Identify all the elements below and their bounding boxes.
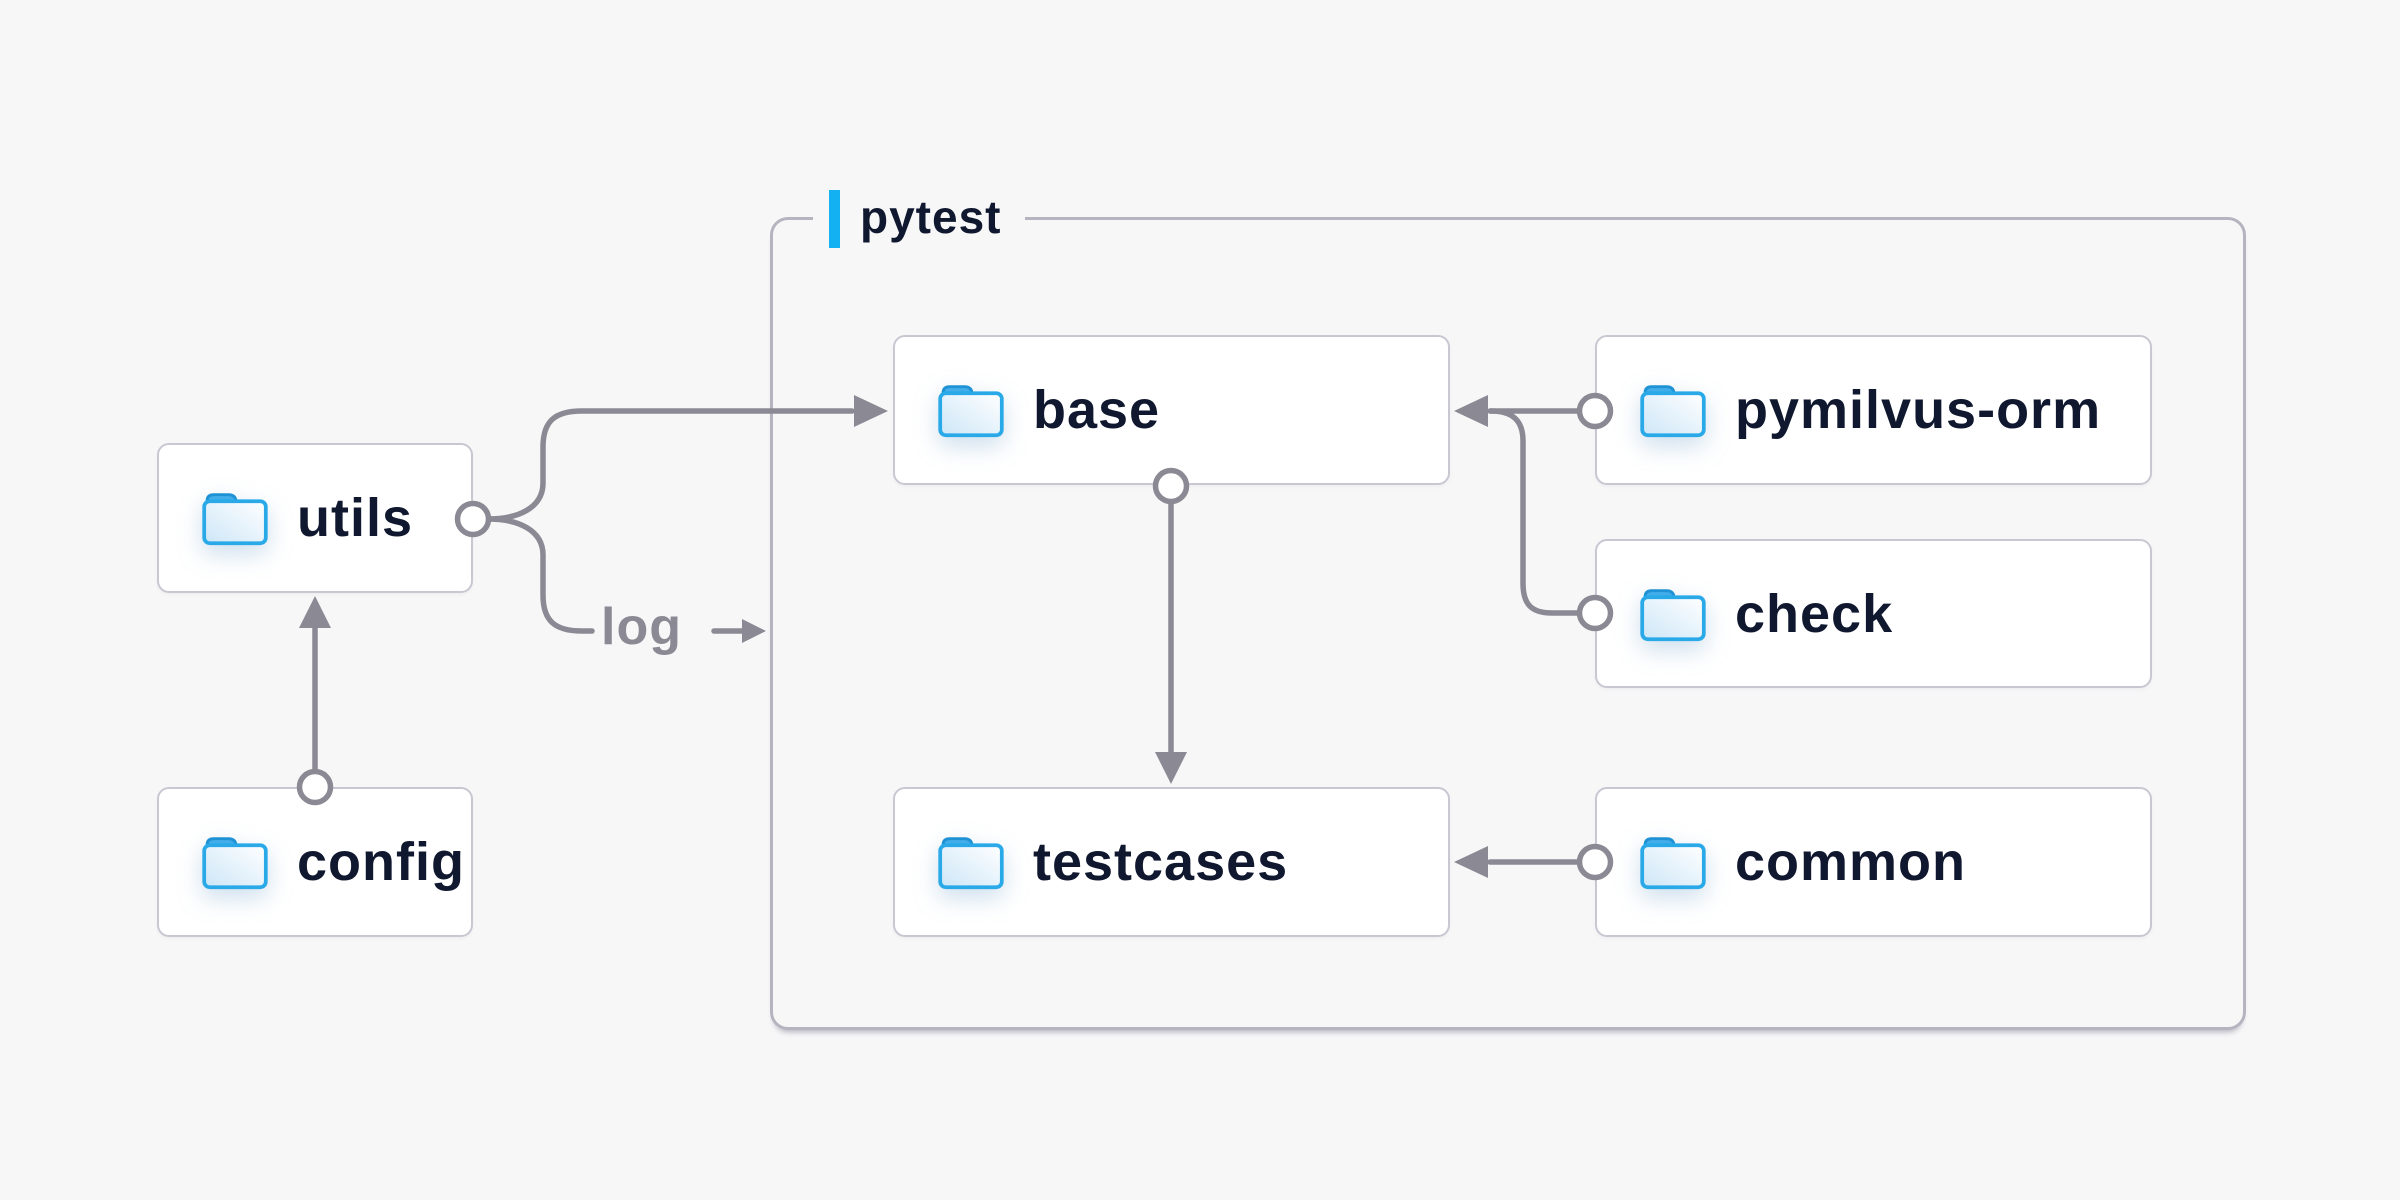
folder-icon [202,837,268,890]
accent-bar-icon [829,190,840,248]
connector-dot-pymilvus [1576,392,1614,430]
node-label: config [297,832,465,892]
node-label: testcases [1033,832,1289,892]
connector-dot-common [1576,843,1614,881]
node-label: common [1735,832,1967,892]
node-label: check [1735,583,1894,644]
folder-icon [938,837,1004,890]
arrowhead-log [742,619,766,643]
arrowhead-into-base-left [854,395,888,427]
folder-icon [1640,837,1706,890]
edge-check-base [1488,408,1583,616]
folder-icon [938,385,1004,438]
node-base: base [893,335,1450,485]
edge-utils-log [485,516,595,634]
node-label: base [1033,380,1161,440]
node-utils: utils [157,443,473,593]
arrowhead-into-base-right [1454,395,1488,427]
connector-dot-base [1152,467,1190,505]
edge-label-log: log [601,598,682,656]
folder-icon [1640,385,1706,438]
pytest-group-label: pytest [813,187,1026,251]
node-label: utils [297,488,414,548]
connector-dot-utils [454,500,492,538]
node-pymilvus-orm: pymilvus-orm [1595,335,2152,485]
connector-dot-config [296,768,334,806]
pytest-group-container: pytest [770,187,2246,1030]
folder-icon [202,493,268,546]
node-check: check [1595,539,2152,688]
edge-utils-base [485,408,855,522]
folder-icon [1640,588,1706,641]
group-title: pytest [860,191,1002,243]
arrowhead-into-utils [299,596,331,628]
node-label: pymilvus-orm [1735,380,2102,440]
connector-dot-check [1576,594,1614,632]
arrowhead-into-testcases-top [1155,752,1187,784]
arrowhead-into-testcases-right [1454,846,1488,878]
node-testcases: testcases [893,787,1450,937]
